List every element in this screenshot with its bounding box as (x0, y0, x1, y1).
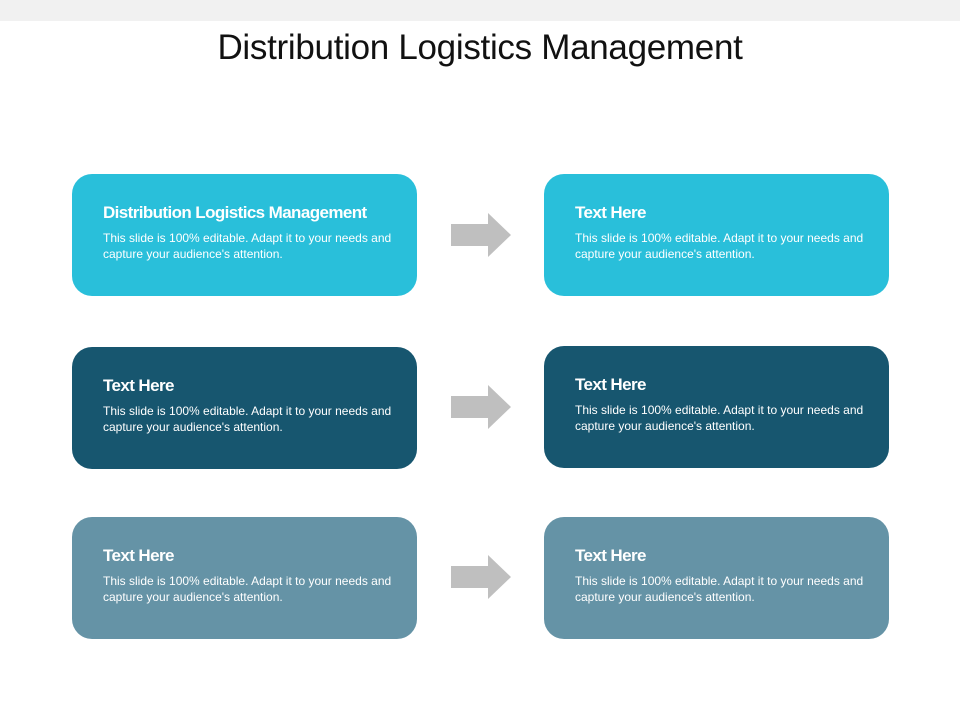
box-heading: Text Here (575, 546, 646, 565)
box-body: This slide is 100% editable. Adapt it to… (575, 403, 864, 433)
box-heading: Distribution Logistics Management (103, 203, 367, 222)
box-row3-right: Text Here This slide is 100% editable. A… (544, 517, 889, 639)
box-body: This slide is 100% editable. Adapt it to… (575, 574, 864, 604)
slide-title: Distribution Logistics Management (217, 28, 743, 67)
box-row1-left: Distribution Logistics Management This s… (72, 174, 417, 296)
arrow-right-icon (451, 213, 511, 257)
box-heading: Text Here (575, 375, 646, 394)
box-body: This slide is 100% editable. Adapt it to… (103, 404, 392, 434)
box-row2-right: Text Here This slide is 100% editable. A… (544, 346, 889, 468)
box-row2-left: Text Here This slide is 100% editable. A… (72, 347, 417, 469)
box-heading: Text Here (575, 203, 646, 222)
box-body: This slide is 100% editable. Adapt it to… (575, 231, 864, 261)
arrow-right-icon (451, 385, 511, 429)
box-body: This slide is 100% editable. Adapt it to… (103, 574, 392, 604)
box-row1-right: Text Here This slide is 100% editable. A… (544, 174, 889, 296)
box-row3-left: Text Here This slide is 100% editable. A… (72, 517, 417, 639)
arrow-right-icon (451, 555, 511, 599)
box-body: This slide is 100% editable. Adapt it to… (103, 231, 392, 261)
box-heading: Text Here (103, 376, 174, 395)
top-bar (0, 0, 960, 21)
box-heading: Text Here (103, 546, 174, 565)
